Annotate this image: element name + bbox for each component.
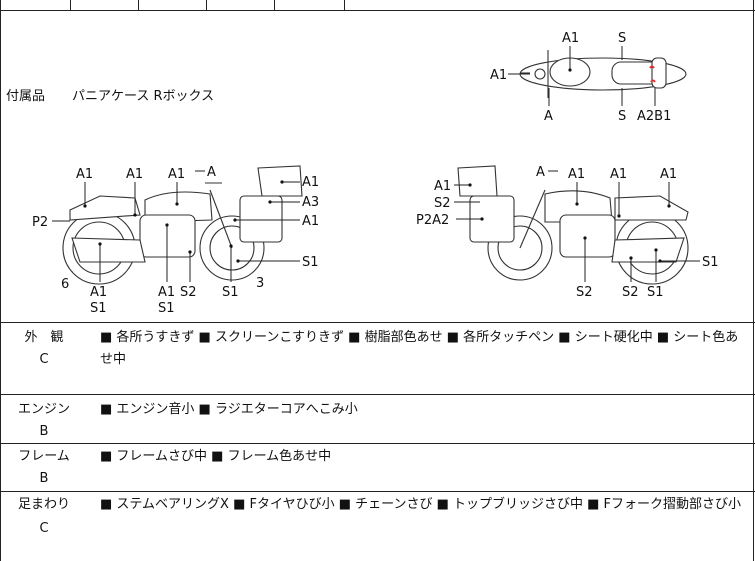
section-divider <box>0 394 755 395</box>
label-left-s1-mid: S1 <box>158 301 175 316</box>
label-left-s1-right: S1 <box>302 255 319 270</box>
accessory-value: パニアケース Rボックス <box>72 89 215 104</box>
label-right-a1-3: A1 <box>660 167 677 182</box>
section-grade-frame: B <box>39 471 49 486</box>
top-row-divider <box>138 0 139 10</box>
section-items-suspension: ■ ステムベアリングX ■ Fタイヤひび小 ■ チェーンさび ■ トップブリッジ… <box>100 497 742 512</box>
label-right-s1-right: S1 <box>702 255 719 270</box>
top-row-divider <box>344 0 345 10</box>
section-grade-exterior: C <box>39 352 49 367</box>
label-top-a: A <box>544 109 553 124</box>
label-left-a3: A3 <box>302 195 319 210</box>
section-divider <box>0 322 755 323</box>
section-name-suspension: 足まわり <box>17 497 70 512</box>
section-grade-suspension: C <box>39 521 49 536</box>
label-left-s1-bottom: S1 <box>90 301 107 316</box>
label-right-a: A <box>536 165 545 180</box>
label-left-a1-4: A1 <box>302 175 319 190</box>
section-items-exterior: ■ 各所うすきず ■ スクリーンこすりきず ■ 樹脂部色あせ ■ 各所タッチペン… <box>100 330 739 367</box>
bike-top-view <box>519 50 687 98</box>
label-top-s: S <box>618 31 626 46</box>
label-left-s1-3: S1 <box>222 285 239 300</box>
section-grade-engine: B <box>39 424 49 439</box>
section-name-exterior: 外 観 <box>24 330 64 345</box>
label-left-6: 6 <box>61 277 69 292</box>
label-top-s2: S <box>618 109 626 124</box>
label-right-s2-bottom2: S2 <box>622 285 639 300</box>
label-right-p2a2: P2A2 <box>416 213 449 228</box>
label-right-s2-bottom1: S2 <box>576 285 593 300</box>
label-left-a1-1: A1 <box>76 167 93 182</box>
accessory-label: 付属品 <box>6 89 46 104</box>
label-left-3: 3 <box>256 276 264 291</box>
section-name-engine: エンジン <box>17 402 70 417</box>
label-left-s2: S2 <box>180 285 197 300</box>
label-top-a1: A1 <box>562 31 579 46</box>
top-row-border <box>0 10 755 11</box>
top-row-divider <box>206 0 207 10</box>
damage-diagram: A1 A1 S A S A2B1 A1 A1 A1 A A1 A3 A1 P2 … <box>32 31 719 316</box>
label-top-a1-left: A1 <box>490 68 507 83</box>
label-left-a1-5: A1 <box>302 214 319 229</box>
label-left-p2: P2 <box>32 215 48 230</box>
label-left-a1-2: A1 <box>126 167 143 182</box>
bike-left-view <box>62 165 303 285</box>
label-left-a1-3: A1 <box>168 167 185 182</box>
label-left-a1-bottom: A1 <box>90 285 107 300</box>
top-row-divider <box>274 0 275 10</box>
bike-right-view <box>457 165 689 285</box>
label-right-a1-2: A1 <box>610 167 627 182</box>
label-left-a1-mid: A1 <box>158 285 175 300</box>
label-right-a1-1: A1 <box>568 167 585 182</box>
section-items-frame: ■ フレームさび中 ■ フレーム色あせ中 <box>100 449 332 464</box>
section-divider <box>0 491 755 492</box>
label-right-s2-left: S2 <box>434 196 451 211</box>
top-row-divider <box>70 0 71 10</box>
label-right-a1-left: A1 <box>434 179 451 194</box>
section-name-frame: フレーム <box>18 449 70 464</box>
label-left-a: A <box>207 165 216 180</box>
section-divider <box>0 443 755 444</box>
section-items-engine: ■ エンジン音小 ■ ラジエターコアへこみ小 <box>100 402 358 417</box>
label-top-a2b1: A2B1 <box>637 109 671 124</box>
label-right-s1-bottom: S1 <box>647 285 664 300</box>
